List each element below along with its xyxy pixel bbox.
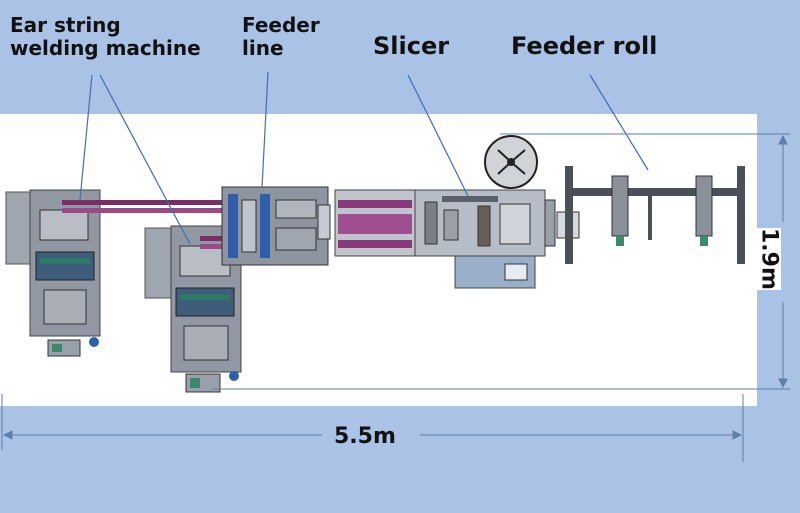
floor-area [0, 114, 757, 406]
ear-string-label-line2: welding machine [10, 36, 201, 60]
feeder-line-label: Feeder line [242, 14, 320, 60]
feeder-roll-unit [484, 135, 745, 264]
feeder-line-unit [221, 186, 331, 266]
feeder-roll-label: Feeder roll [511, 32, 658, 60]
feeder-line-label-line2: line [242, 36, 284, 60]
slicer-label: Slicer [373, 32, 450, 60]
width-dimension [1, 394, 744, 462]
height-dimension-label: 1.9m [756, 228, 782, 290]
height-dimension [212, 133, 790, 390]
slicer-unit [334, 189, 546, 289]
ear-string-label-line1: Ear string [10, 13, 121, 37]
label-pointers [79, 71, 649, 245]
ear-string-welding-machine-label: Ear string welding machine [10, 14, 201, 60]
width-dimension-label: 5.5m [330, 424, 400, 450]
feeder-line-label-line1: Feeder [242, 13, 320, 37]
